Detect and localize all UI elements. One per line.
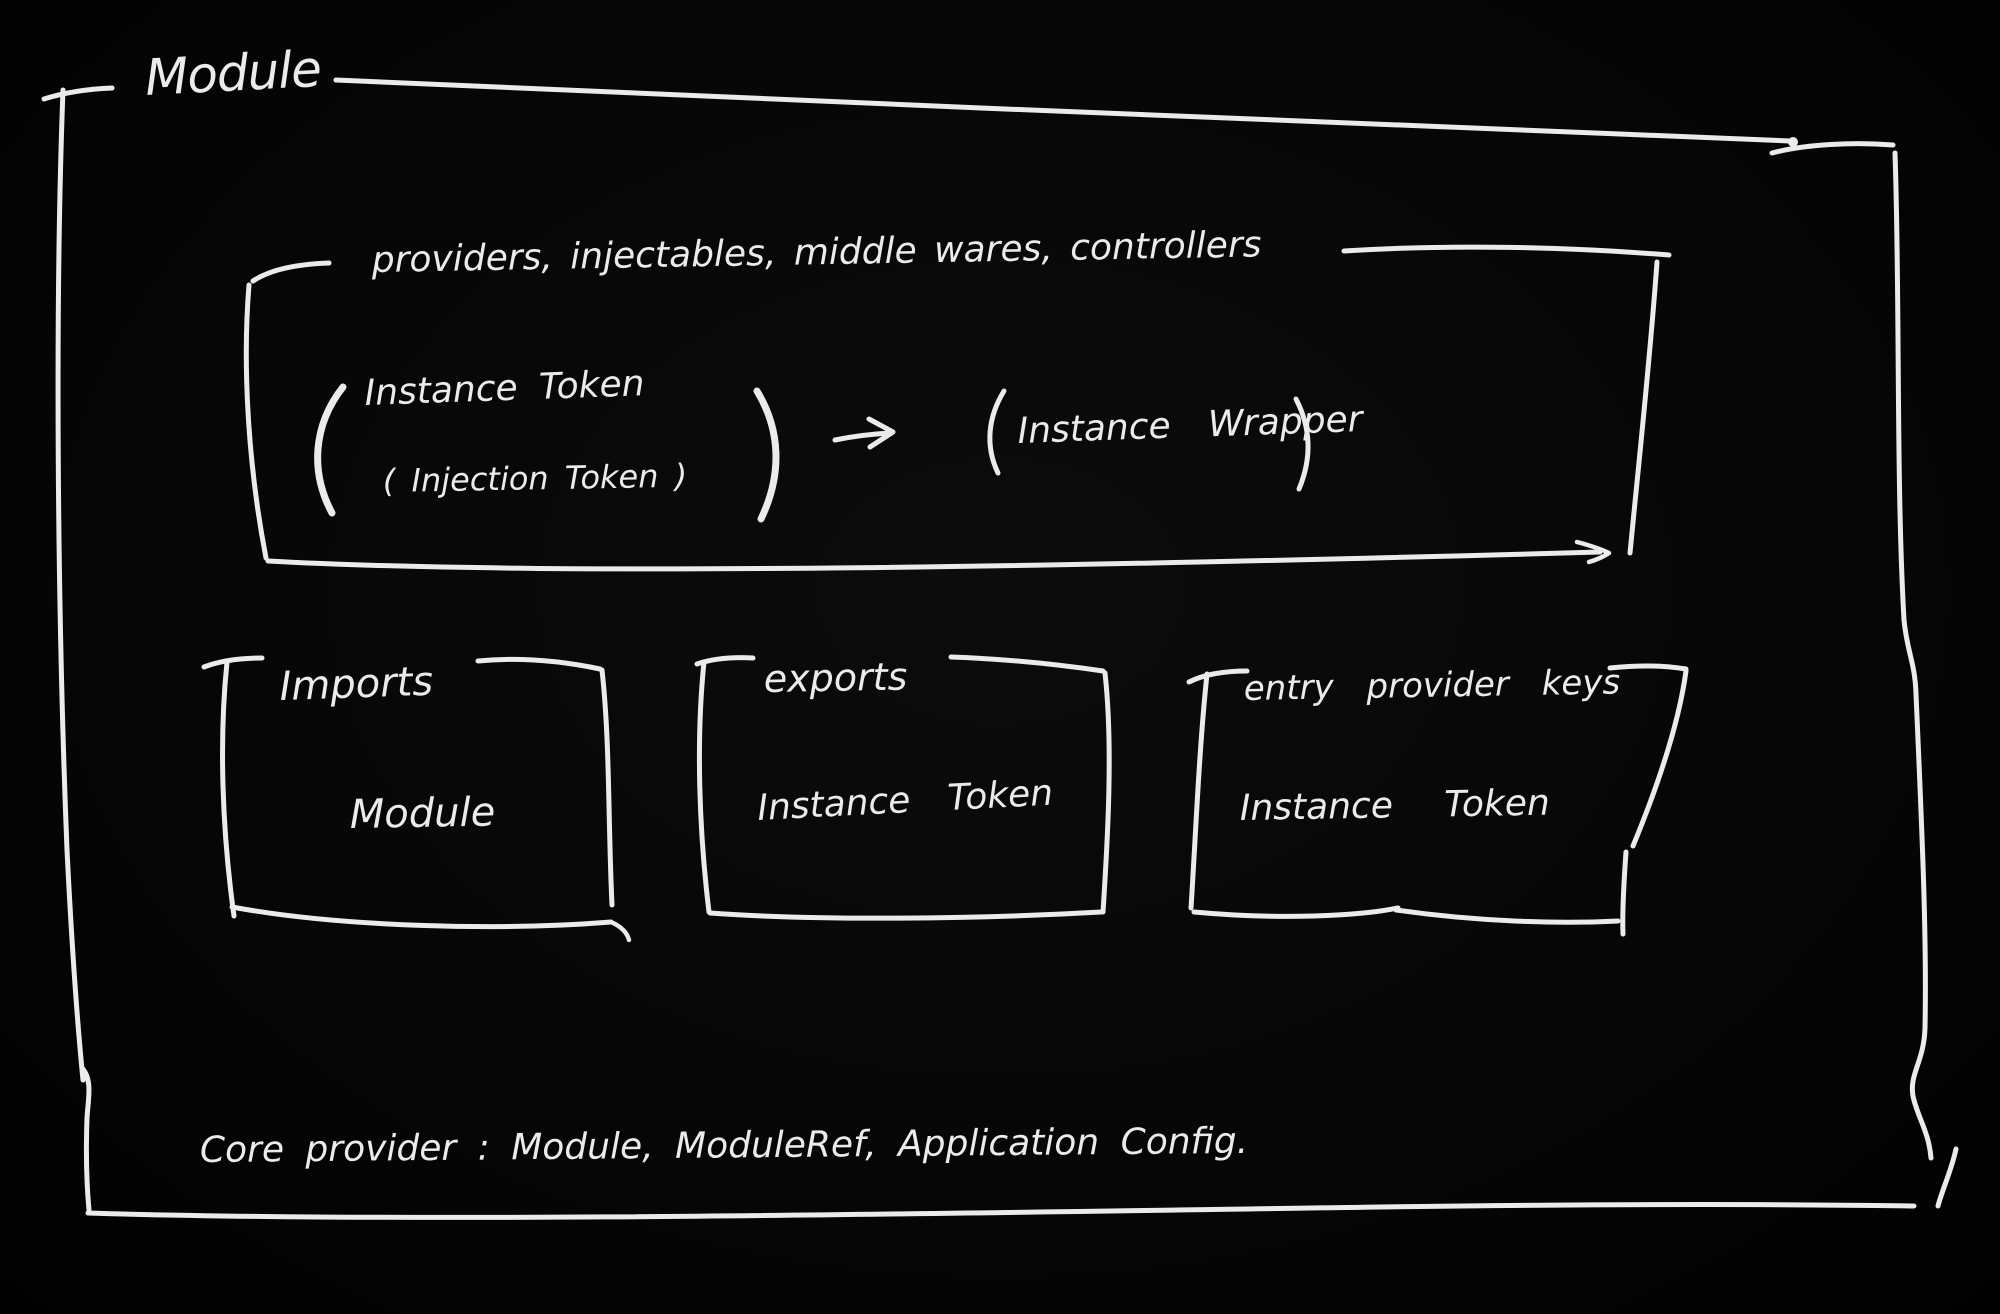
exports-box-right-edge xyxy=(1100,670,1112,915)
imports-box-outline xyxy=(201,655,632,943)
entry-box-label: entry provider keys xyxy=(1243,662,1620,709)
module-box-outline xyxy=(41,77,1959,1220)
module-box-left-edge-overlap xyxy=(79,1065,92,1213)
entry-box-bottom-edge-overlap xyxy=(1393,907,1621,925)
providers-box-left-edge xyxy=(243,282,269,561)
providers-box-top-edge xyxy=(1341,244,1672,258)
providers-box-outline xyxy=(243,244,1672,572)
imports-box-content: Module xyxy=(349,789,495,838)
entry-box-content: Instance Token xyxy=(1239,783,1550,829)
exports-box-content: Instance Token xyxy=(756,773,1054,829)
entry-box-top-edge xyxy=(1607,663,1689,672)
target-close-paren xyxy=(1293,396,1311,492)
imports-box-top-tick xyxy=(201,655,265,670)
instance-wrapper-label: Instance Wrapper xyxy=(1017,399,1365,452)
imports-box-top-edge xyxy=(475,656,603,672)
imports-box-bottom-edge xyxy=(229,904,614,930)
imports-box-bottom-tail xyxy=(608,919,632,943)
exports-box-outline xyxy=(694,654,1112,921)
module-box-right-hook xyxy=(1935,1146,1959,1209)
injection-token-label: ( Injection Token ) xyxy=(382,457,687,500)
entry-box-bottom-edge xyxy=(1191,905,1401,919)
pen-blob xyxy=(1788,137,1798,147)
source-token-label: Instance Token xyxy=(364,363,645,414)
entry-box-left-edge xyxy=(1188,671,1210,911)
module-box-top-left-dash xyxy=(41,85,115,102)
module-title: Module xyxy=(144,40,323,107)
providers-box-bottom-overlap xyxy=(1574,539,1612,565)
imports-box-right-edge xyxy=(599,667,615,908)
entry-box-right-edge xyxy=(1630,668,1689,849)
token-mapping: Instance Token ( Injection Token ) Insta… xyxy=(314,363,1365,523)
providers-box-label: providers, injectables, middle wares, co… xyxy=(370,224,1261,281)
exports-box-top-edge xyxy=(948,654,1106,674)
arrow-right-icon xyxy=(832,416,896,450)
source-open-paren xyxy=(314,383,347,517)
module-box-top-edge xyxy=(333,77,1793,144)
exports-box-label: exports xyxy=(763,654,907,700)
exports-box-bottom-edge xyxy=(707,909,1104,921)
entry-box-top-tick xyxy=(1186,668,1250,685)
module-box-bottom-edge xyxy=(85,1202,1917,1220)
imports-box-label: Imports xyxy=(279,659,434,710)
imports-box-left-edge xyxy=(220,659,237,919)
source-close-paren xyxy=(753,387,780,523)
entry-box-right-edge-overlap xyxy=(1620,849,1629,937)
module-box-left-edge xyxy=(55,87,86,1083)
providers-box-bottom-edge xyxy=(265,549,1603,572)
providers-box-right-edge xyxy=(1627,259,1660,556)
target-open-paren xyxy=(987,388,1007,476)
exports-box-left-edge xyxy=(696,659,712,915)
providers-box-top-tick xyxy=(250,260,332,284)
entry-provider-keys-box-outline xyxy=(1186,663,1689,937)
module-box-top-edge-overlap xyxy=(1769,141,1896,156)
core-providers-note: Core provider : Module, ModuleRef, Appli… xyxy=(200,1121,1249,1171)
module-box-right-edge xyxy=(1892,150,1934,1161)
